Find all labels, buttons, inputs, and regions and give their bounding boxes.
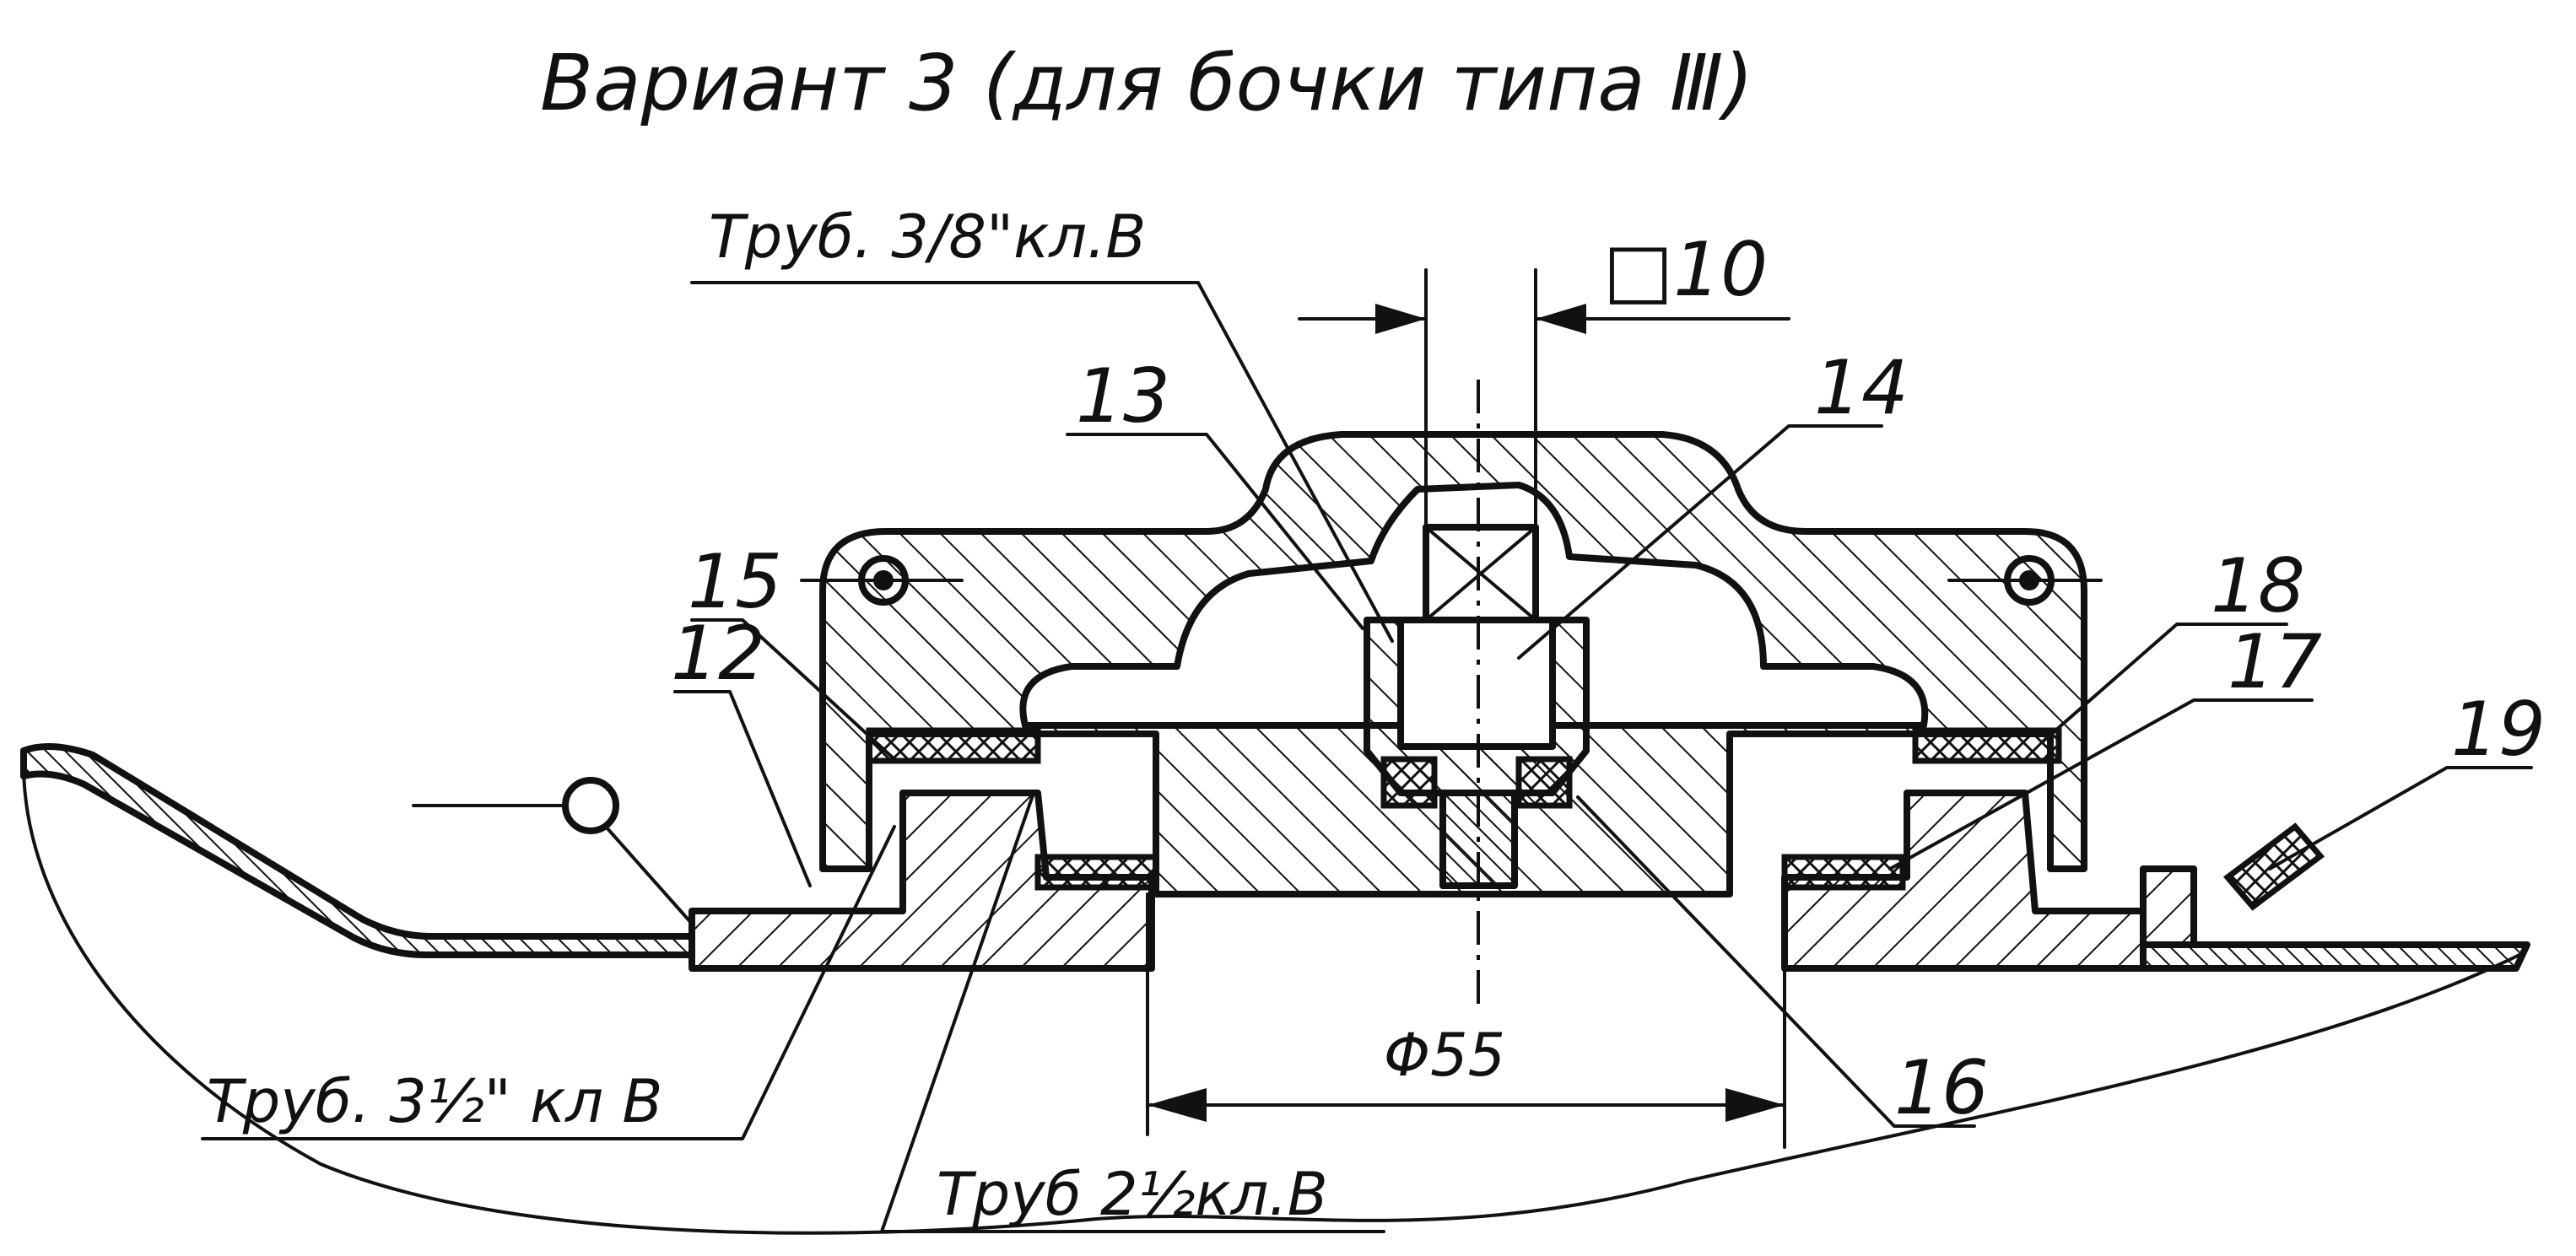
label-part-16: 16 bbox=[1894, 1044, 1989, 1131]
gasket-right-bottom bbox=[1781, 854, 1906, 891]
leader-ball-tail bbox=[604, 825, 694, 925]
label-pipe-3-8: Труб. 3/8"кл.В bbox=[709, 202, 1146, 272]
leader-13 bbox=[1066, 433, 1364, 630]
leader-14 bbox=[1517, 424, 1883, 660]
leader-16 bbox=[1576, 795, 1976, 1128]
fitting-part-19 bbox=[2140, 865, 2197, 948]
leader-pipe-3-1-2 bbox=[201, 825, 896, 1140]
leader-18 bbox=[2040, 623, 2288, 744]
diameter-arrowhead-right bbox=[1725, 1088, 1785, 1122]
square-arrowhead-left bbox=[1375, 304, 1426, 334]
label-square-10: □10 bbox=[1603, 226, 1768, 313]
square-arrowhead-right bbox=[1536, 304, 1586, 334]
label-part-18: 18 bbox=[2211, 542, 2305, 629]
label-part-19: 19 bbox=[2451, 686, 2546, 773]
label-part-15: 15 bbox=[688, 538, 782, 625]
gasket-stem-right bbox=[1515, 756, 1573, 809]
leader-15 bbox=[690, 618, 896, 761]
barrel-wall-right bbox=[2140, 941, 2530, 972]
flange-right bbox=[1781, 790, 2147, 972]
gasket-left-bottom bbox=[1034, 854, 1159, 891]
leader-pipe-3-8 bbox=[690, 281, 1394, 643]
leader-17 bbox=[1888, 698, 2314, 871]
leader-12 bbox=[673, 690, 812, 887]
leader-pipe-2-1-2 bbox=[880, 791, 1385, 1233]
position-ball-icon bbox=[562, 777, 619, 834]
diameter-arrowhead-left bbox=[1148, 1088, 1207, 1122]
label-part-13: 13 bbox=[1076, 353, 1170, 439]
leader-19 bbox=[2268, 766, 2533, 871]
stem-square-cross bbox=[1424, 526, 1537, 622]
break-outline bbox=[22, 766, 2525, 1235]
gasket-stem-left bbox=[1380, 756, 1438, 809]
label-pipe-3-1-2: Труб. 3½" кл В bbox=[207, 1067, 662, 1136]
label-part-14: 14 bbox=[1814, 344, 1909, 431]
drawing-title: Вариант 3 (для бочки типа Ⅲ) bbox=[540, 38, 1753, 128]
label-part-12: 12 bbox=[671, 610, 765, 697]
label-part-17: 17 bbox=[2228, 618, 2322, 705]
label-pipe-2-1-2: Труб 2½кл.В bbox=[937, 1160, 1328, 1229]
gasket-left-top bbox=[866, 727, 1041, 764]
label-diameter: Φ55 bbox=[1384, 1021, 1505, 1090]
gasket-right-top bbox=[1912, 727, 2062, 764]
